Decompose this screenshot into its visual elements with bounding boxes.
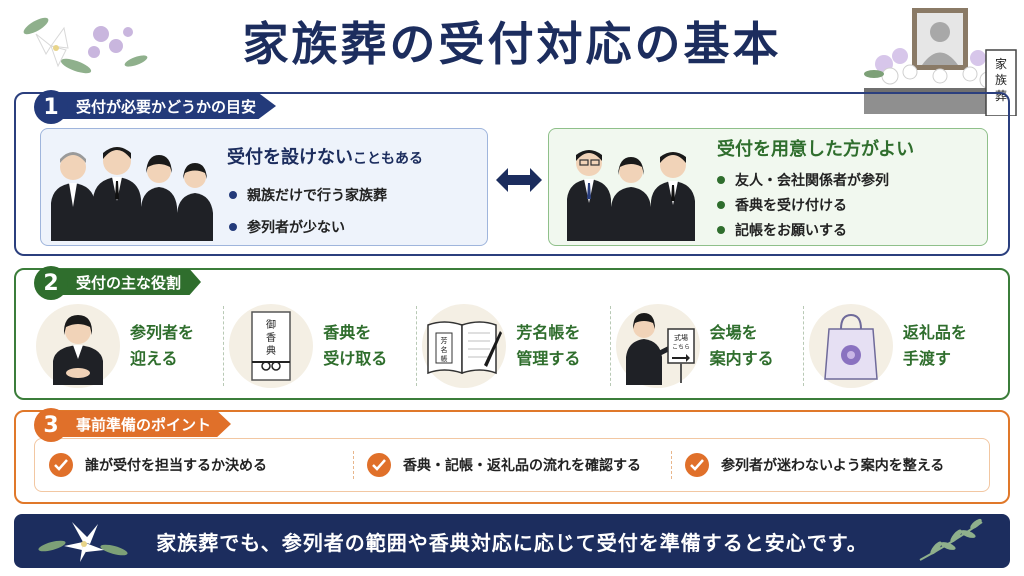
section-preparation-points: 3 事前準備のポイント 誰が受付を担当するか決める 香典・記帳・返礼品の流れを確… <box>14 408 1010 504</box>
svg-text:族: 族 <box>995 73 1007 87</box>
family-group-icon <box>51 147 213 241</box>
section-reception-need: 1 受付が必要かどうかの目安 受付を設けない <box>14 90 1010 256</box>
altar-portrait-icon: 家 族 葬 <box>864 8 1017 116</box>
case-title: 受付を用意した方がよい <box>717 139 915 160</box>
receptionist-icon <box>36 304 120 388</box>
svg-text:こちら: こちら <box>672 344 690 351</box>
case-title-main: 受付を設けない <box>227 147 353 168</box>
list-item-text: 参列者が少ない <box>247 220 345 236</box>
bullet-icon <box>229 191 237 199</box>
point-text: 参列者が迷わないよう案内を整える <box>721 458 945 474</box>
section-number: 2 <box>34 266 68 300</box>
summary-banner: 家族葬でも、参列者の範囲や香典対応に応じて受付を準備すると安心です。 <box>14 514 1010 568</box>
section-label: 受付の主な役割 <box>58 269 202 295</box>
role-text: 返礼品を 手渡す <box>903 320 967 372</box>
role-text: 芳名帳を 管理する <box>516 320 580 372</box>
check-icon <box>367 453 391 477</box>
list-item: 親族だけで行う家族葬 <box>229 179 387 211</box>
case-list: 親族だけで行う家族葬 参列者が少ない <box>229 179 387 243</box>
section-label: 事前準備のポイント <box>58 411 232 437</box>
svg-text:御: 御 <box>266 318 276 331</box>
points-row: 誰が受付を担当するか決める 香典・記帳・返礼品の流れを確認する 参列者が迷わない… <box>34 438 990 492</box>
point-text: 香典・記帳・返礼品の流れを確認する <box>403 458 641 474</box>
svg-text:芳: 芳 <box>441 336 448 345</box>
point-item: 誰が受付を担当するか決める <box>35 439 353 491</box>
guide-staff-icon: 式場 こちら <box>615 304 700 388</box>
role-text: 参列者を 迎える <box>130 320 194 372</box>
role-item: 御 香 典 香典を 受け取る <box>223 298 416 394</box>
section-reception-roles: 2 受付の主な役割 参列者を 迎える 御 <box>14 266 1010 400</box>
role-item: 参列者を 迎える <box>30 298 223 394</box>
role-line: 迎える <box>130 349 178 368</box>
section-header: 2 受付の主な役割 <box>34 266 202 300</box>
section-label: 受付が必要かどうかの目安 <box>58 93 277 119</box>
check-icon <box>49 453 73 477</box>
list-item: 参列者が少ない <box>229 211 387 243</box>
leaf-branch-icon <box>919 518 983 561</box>
case-title: 受付を設けないこともある <box>227 143 423 169</box>
role-line: 会場を <box>709 323 758 342</box>
check-icon <box>685 453 709 477</box>
role-item: 式場 こちら 会場を 案内する <box>609 298 803 394</box>
case-with-reception: 受付を用意した方がよい 友人・会社関係者が参列 香典を受け付ける 記帳をお願いす… <box>548 128 988 246</box>
list-item-text: 親族だけで行う家族葬 <box>247 188 387 204</box>
svg-text:帳: 帳 <box>441 354 448 363</box>
list-item: 記帳をお願いする <box>717 217 889 242</box>
svg-text:香: 香 <box>266 332 276 344</box>
case-list: 友人・会社関係者が参列 香典を受け付ける 記帳をお願いする <box>717 167 889 242</box>
role-line: 参列者を <box>130 323 195 342</box>
page-title: 家族葬の受付対応の基本 <box>242 17 782 71</box>
list-item-text: 香典を受け付ける <box>735 197 847 214</box>
role-line: 案内する <box>709 349 774 368</box>
point-item: 香典・記帳・返礼品の流れを確認する <box>353 439 671 491</box>
section-number: 3 <box>34 408 68 442</box>
role-line: 芳名帳を <box>516 323 581 342</box>
role-line: 返礼品を <box>902 323 967 342</box>
role-text: 会場を 案内する <box>710 320 774 372</box>
bullet-icon <box>717 200 725 209</box>
double-arrow-icon <box>496 168 542 192</box>
koden-envelope-icon: 御 香 典 <box>229 304 314 388</box>
role-line: 管理する <box>516 349 581 368</box>
list-item: 香典を受け付ける <box>717 192 889 217</box>
svg-text:式場: 式場 <box>674 333 688 342</box>
gift-bag-icon <box>808 304 893 388</box>
lily-icon <box>38 522 128 562</box>
role-line: 香典を <box>323 323 372 342</box>
point-text: 誰が受付を担当するか決める <box>85 458 267 474</box>
banner-text: 家族葬でも、参列者の範囲や香典対応に応じて受付を準備すると安心です。 <box>156 530 868 555</box>
case-title-small: こともある <box>353 151 423 167</box>
flower-decoration-icon <box>23 17 148 74</box>
bullet-icon <box>717 225 725 234</box>
section-number: 1 <box>34 90 68 124</box>
roles-row: 参列者を 迎える 御 香 典 香典を 受け取る <box>30 298 996 394</box>
svg-text:典: 典 <box>266 344 276 357</box>
role-item: 芳 名 帳 芳名帳を 管理する <box>416 298 609 394</box>
role-line: 手渡す <box>902 349 951 368</box>
svg-text:名: 名 <box>441 345 448 354</box>
list-item-text: 記帳をお願いする <box>735 222 847 239</box>
case-no-reception: 受付を設けないこともある 親族だけで行う家族葬 参列者が少ない <box>40 128 488 246</box>
guestbook-icon: 芳 名 帳 <box>422 304 507 388</box>
section-header: 3 事前準備のポイント <box>34 408 232 442</box>
bullet-icon <box>229 223 237 231</box>
list-item-text: 友人・会社関係者が参列 <box>735 172 889 189</box>
svg-text:家: 家 <box>995 56 1007 71</box>
role-item: 返礼品を 手渡す <box>802 298 996 394</box>
role-text: 香典を 受け取る <box>323 320 387 372</box>
section-header: 1 受付が必要かどうかの目安 <box>34 90 277 124</box>
staff-group-icon <box>567 150 695 241</box>
bullet-icon <box>717 175 725 184</box>
point-item: 参列者が迷わないよう案内を整える <box>671 439 989 491</box>
list-item: 友人・会社関係者が参列 <box>717 167 889 192</box>
role-line: 受け取る <box>323 349 388 368</box>
